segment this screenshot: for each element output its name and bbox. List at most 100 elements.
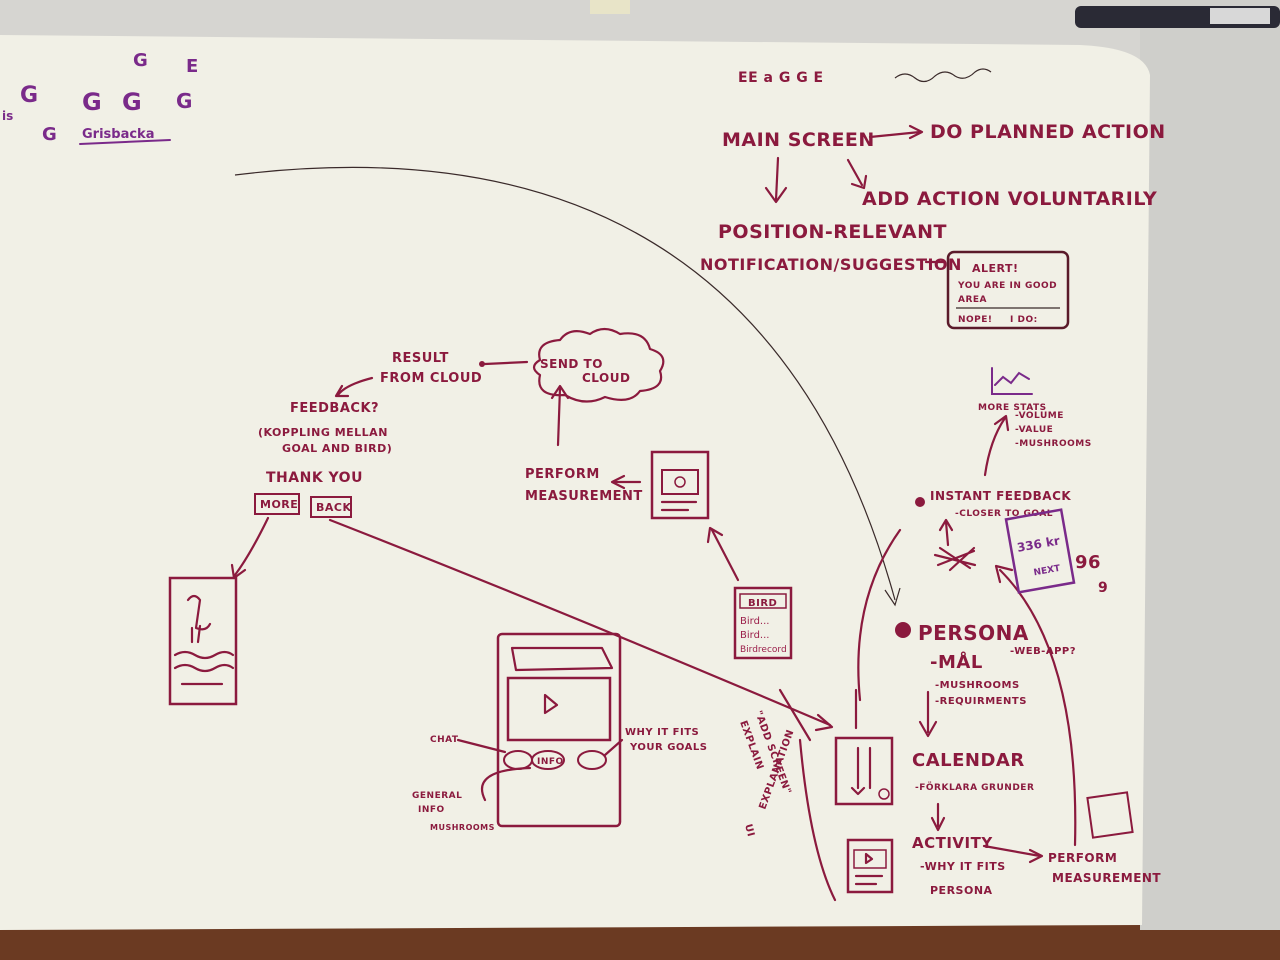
back-button-label: BACK	[316, 501, 352, 514]
wall-right	[1140, 0, 1280, 930]
scribble-note	[894, 68, 992, 83]
alert-nope-button: NOPE!	[958, 315, 993, 325]
mal-label: -MÅL	[930, 650, 983, 673]
do-planned-action: DO PLANNED ACTION	[930, 121, 1166, 143]
cloud-shape	[532, 327, 665, 403]
stats-card-sub: NEXT	[1033, 564, 1062, 579]
phone-frame	[496, 632, 622, 828]
arrow-to-instant	[944, 520, 950, 547]
stats-mushrooms-label: -MUSHROOMS	[1015, 439, 1092, 449]
arrow-more-to-bird	[233, 516, 270, 577]
cloud-flow: SEND TO CLOUD RESULT FROM CLOUD FEEDBACK…	[230, 327, 834, 732]
why-fits-persona-label: -WHY IT FITS	[920, 860, 1006, 873]
paper-sheet	[0, 35, 1150, 930]
activity-video	[853, 849, 887, 869]
thank-you-label: THANK YOU	[266, 470, 363, 486]
arrowhead-more-stats	[993, 414, 1010, 432]
position-relevant-label: POSITION-RELEVANT	[718, 221, 947, 243]
measurement-video	[661, 469, 699, 495]
chat-pointer	[456, 738, 507, 754]
closer-to-goal-label: -CLOSER TO GOAL	[955, 509, 1053, 519]
bird-list-item-0: BIRD	[748, 598, 777, 609]
stats-area: INSTANT FEEDBACK -CLOSER TO GOAL MORE ST…	[915, 367, 1108, 596]
activity-label: ACTIVITY	[912, 834, 993, 852]
floor	[0, 925, 1280, 960]
arrowhead-main-down	[764, 186, 788, 204]
big-arc-arrowhead	[884, 587, 901, 607]
letter-g-1: G	[20, 83, 38, 108]
tape-piece	[590, 0, 630, 14]
arrow-result-to-feedback	[336, 376, 374, 397]
measurement-card	[650, 450, 710, 520]
big-arc-arrow	[234, 166, 896, 601]
measurement-play-icon	[674, 476, 686, 488]
koppling-line1: (KOPPLING MELLAN	[258, 426, 388, 439]
arrowhead-activity	[930, 816, 946, 832]
arrowhead-feedback2	[994, 564, 1014, 584]
letter-g-5: G	[42, 124, 57, 145]
main-screen-label: MAIN SCREEN	[722, 129, 875, 151]
letter-g-top: G	[133, 50, 148, 71]
persona-label: PERSONA	[918, 621, 1029, 645]
back-button-box	[310, 496, 352, 518]
value-label: -VALUE	[1015, 425, 1053, 435]
cloud-send-text: SEND TO	[540, 357, 603, 371]
arrowhead-cloud	[550, 384, 570, 400]
arrow-list-to-measure	[710, 528, 740, 582]
letter-g-3: G	[122, 88, 142, 116]
activity-play-icon	[864, 852, 874, 865]
grisbacka-underline	[79, 139, 171, 145]
notification-suggestion-label: NOTIFICATION/SUGGESTION	[700, 255, 962, 274]
calendar-to-stats-line	[857, 528, 902, 702]
bird-icon	[186, 594, 212, 644]
phone-video	[506, 676, 612, 742]
bird-list: BIRD Bird... Bird... Birdrecord	[706, 526, 793, 660]
arrow-to-more-stats	[983, 416, 1007, 477]
arrowhead-perform2	[1028, 848, 1044, 864]
result-text-2: FROM CLOUD	[380, 371, 482, 386]
scribble-out	[933, 546, 977, 572]
arrowhead-voluntary	[850, 174, 868, 190]
arrow-activity-to-perform	[982, 844, 1042, 858]
arrow-to-planned	[868, 130, 922, 139]
stats-chart-icon	[991, 367, 1033, 395]
activity-lines	[854, 874, 884, 886]
more-button-box	[254, 493, 300, 515]
alert-i-do-button: I DO:	[1010, 315, 1038, 325]
webapp-label: -WEB-APP?	[1010, 646, 1076, 657]
goals-button	[577, 750, 607, 770]
calendar-add-icon	[878, 788, 890, 800]
bird-list-item-1: Bird...	[740, 616, 769, 627]
mushrooms-info-label: MUSHROOMS	[430, 823, 495, 832]
phone-play-icon	[543, 693, 559, 715]
calendar-device	[834, 528, 902, 894]
result-text-1: RESULT	[392, 351, 449, 366]
persona-icon	[895, 622, 911, 638]
arrow-cloud-to-result	[483, 360, 529, 366]
digit2-label: 9	[1098, 580, 1108, 596]
ui-label: UI	[742, 823, 756, 838]
persona-flow: PERSONA -WEB-APP? -MÅL -MUSHROOMS -REQUI…	[895, 564, 1161, 897]
arrow-back-to-calendar	[328, 518, 832, 727]
arrowhead-feedback	[334, 384, 350, 398]
alert-line2: AREA	[958, 295, 987, 305]
info-pointer	[480, 766, 532, 802]
small-measure-card	[1086, 791, 1134, 839]
bird-card-frame	[168, 576, 238, 706]
more-button-label: MORE	[260, 498, 298, 511]
activity-card	[846, 838, 894, 894]
bird-list-item-3: Birdrecord	[740, 645, 787, 655]
alert-frame	[946, 250, 1070, 330]
why-fits-label: WHY IT FITS	[625, 727, 699, 738]
requirements-label: -REQUIRMENTS	[935, 696, 1027, 707]
ui-pointer	[798, 738, 837, 902]
your-goals-label: YOUR GOALS	[629, 742, 707, 753]
arrow-main-down	[774, 156, 780, 202]
why-pointer	[603, 738, 624, 757]
alert-line1: YOU ARE IN GOOD	[957, 281, 1057, 291]
perform-label: PERFORM	[525, 467, 600, 482]
arrowhead-perform	[610, 474, 626, 490]
measurement-area: PERFORM MEASUREMENT	[525, 450, 710, 520]
general-label: GENERAL	[412, 791, 462, 801]
